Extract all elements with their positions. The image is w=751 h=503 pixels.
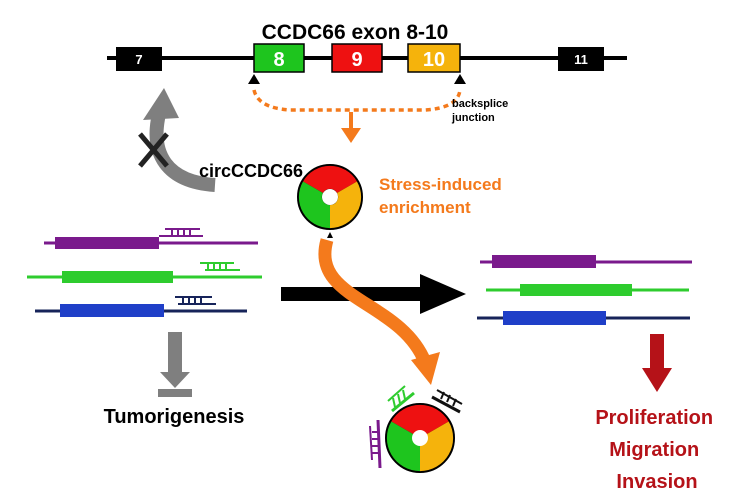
exon-8: 8: [253, 43, 305, 73]
circrna-ring: [297, 164, 363, 238]
mrna-group-right: [477, 255, 692, 325]
bound-mirna-black: [431, 389, 463, 414]
mrna-green: [27, 262, 262, 283]
bound-mirna-purple: [369, 419, 382, 469]
mrna-purple-free: [480, 255, 692, 268]
exon-7: 7: [116, 47, 162, 71]
orange-curved-arrow: [318, 238, 440, 385]
gene-structure: CCDC66 exon 8-10 7 8 9 10 11 backsplice: [107, 21, 627, 143]
mrna-blue: [35, 296, 247, 317]
splice-site-marker-right: [454, 74, 466, 84]
outcome-labels: Proliferation Migration Invasion: [595, 407, 718, 493]
svg-text:9: 9: [351, 49, 362, 71]
exon-11: 11: [558, 47, 604, 71]
circ-name-label: circCCDC66: [199, 161, 303, 181]
svg-text:10: 10: [423, 49, 445, 71]
circrna-ring-bound: [385, 403, 455, 473]
svg-text:11: 11: [574, 52, 588, 67]
backsplice-label: backsplice junction: [451, 98, 511, 124]
svg-text:8: 8: [273, 49, 284, 71]
exon-10: 10: [407, 43, 461, 73]
mrna-purple: [44, 228, 258, 249]
mrna-blue-free: [477, 311, 690, 325]
mrna-green-free: [486, 284, 689, 296]
red-down-arrow: [642, 334, 672, 392]
orange-down-arrow: [341, 112, 361, 143]
exon-9: 9: [331, 43, 383, 73]
tumorigenesis-label: Tumorigenesis: [104, 406, 245, 428]
mrna-group-left: [27, 228, 262, 317]
x-mark-icon: [138, 132, 169, 168]
gene-title: CCDC66 exon 8-10: [262, 21, 449, 44]
splice-site-marker-left: [248, 74, 260, 84]
inhibition-arrow: [158, 332, 192, 397]
circrna-sponge-complex: [369, 385, 463, 473]
bound-mirna-green: [387, 385, 415, 413]
stress-label: Stress-induced enrichment: [379, 175, 507, 217]
backsplice-arc: [252, 89, 462, 112]
svg-text:7: 7: [135, 52, 142, 67]
